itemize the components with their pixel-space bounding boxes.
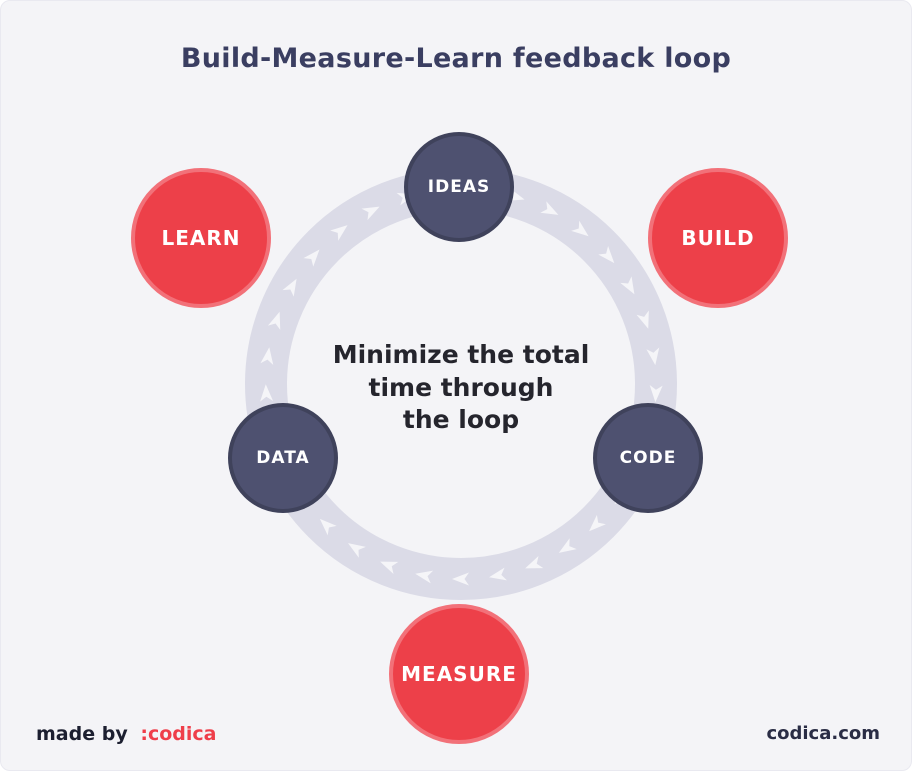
chevron-arrow-icon xyxy=(330,225,348,241)
codica-logo: :codica xyxy=(140,723,217,745)
made-by-label: made by xyxy=(36,723,128,745)
node-measure: MEASURE xyxy=(389,604,529,744)
node-ideas: IDEAS xyxy=(404,132,514,242)
node-code-label: CODE xyxy=(619,448,677,468)
chevron-arrow-icon xyxy=(571,220,589,237)
chevron-arrow-icon xyxy=(380,561,399,575)
chevron-arrow-icon xyxy=(649,385,663,403)
chevron-arrow-icon xyxy=(540,201,559,215)
node-ideas-label: IDEAS xyxy=(427,177,491,197)
footer-website: codica.com xyxy=(766,723,880,744)
chevron-arrow-icon xyxy=(260,384,274,402)
node-build: BUILD xyxy=(648,168,788,308)
chevron-arrow-icon xyxy=(361,206,380,221)
chevron-arrow-icon xyxy=(489,567,507,581)
footer-credit: made by :codica xyxy=(36,723,216,745)
chevron-arrow-icon xyxy=(260,347,274,366)
chevron-arrow-icon xyxy=(415,570,434,584)
chevron-arrow-icon xyxy=(319,518,337,536)
node-build-label: BUILD xyxy=(681,226,755,250)
chevron-arrow-icon xyxy=(348,543,366,558)
node-learn-label: LEARN xyxy=(161,226,241,250)
chevron-arrow-icon xyxy=(598,245,615,264)
chevron-arrow-icon xyxy=(303,249,320,267)
chevron-arrow-icon xyxy=(282,278,297,297)
node-data: DATA xyxy=(228,403,338,513)
chevron-arrow-icon xyxy=(452,572,469,586)
chevron-arrow-icon xyxy=(620,276,635,295)
center-message: Minimize the total time through the loop xyxy=(332,340,590,434)
node-learn: LEARN xyxy=(131,168,271,308)
chevron-arrow-icon xyxy=(525,555,544,569)
chevron-arrow-icon xyxy=(558,538,577,553)
node-data-label: DATA xyxy=(256,448,310,468)
node-code: CODE xyxy=(593,403,703,513)
chevron-arrow-icon xyxy=(589,514,606,532)
chevron-arrow-icon xyxy=(636,310,649,329)
chevron-arrow-icon xyxy=(267,311,281,330)
page-title: Build-Measure-Learn feedback loop xyxy=(180,43,732,74)
node-measure-label: MEASURE xyxy=(401,662,517,686)
chevron-arrow-icon xyxy=(646,347,660,366)
